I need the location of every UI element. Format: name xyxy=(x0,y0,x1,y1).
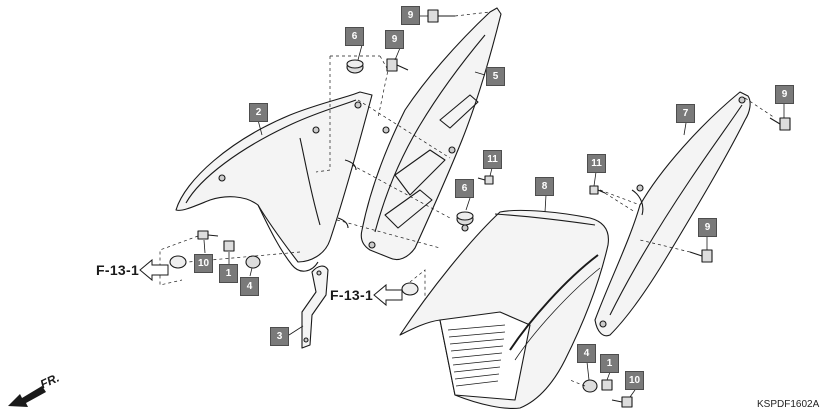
callout-10-bottom[interactable]: 10 xyxy=(625,371,644,390)
callout-9-mid[interactable]: 9 xyxy=(385,30,404,49)
callout-8[interactable]: 8 xyxy=(535,177,554,196)
inner-panel-part-5 xyxy=(360,7,502,261)
callout-3[interactable]: 3 xyxy=(270,327,289,346)
front-arrow-icon xyxy=(8,386,46,407)
screw-11-mid xyxy=(477,175,494,185)
callout-4-left[interactable]: 4 xyxy=(240,277,259,296)
front-direction-indicator: FR. xyxy=(6,371,66,417)
rear-side-cover-part-7 xyxy=(594,91,751,337)
callout-6-top[interactable]: 6 xyxy=(345,27,364,46)
callout-5[interactable]: 5 xyxy=(486,67,505,86)
left-side-cover-part-2 xyxy=(175,91,373,272)
callout-9-right[interactable]: 9 xyxy=(698,218,717,237)
callout-1-left[interactable]: 1 xyxy=(219,264,238,283)
callout-4-bottom[interactable]: 4 xyxy=(577,344,596,363)
callout-10-left[interactable]: 10 xyxy=(194,254,213,273)
front-side-cover-part-8 xyxy=(399,209,609,409)
bracket-part-3 xyxy=(301,265,329,349)
document-code: KSPDF1602A xyxy=(757,399,820,410)
ref-arrow-center xyxy=(373,283,403,307)
assembly-guide-lines xyxy=(159,11,776,387)
bolt-9-mid xyxy=(386,58,409,72)
grommet-set-left xyxy=(169,230,261,269)
grommet-6-top xyxy=(346,59,364,74)
reference-arrows xyxy=(139,258,403,307)
callout-9-topright[interactable]: 9 xyxy=(775,85,794,104)
grommet-set-bottom xyxy=(401,282,633,408)
callout-1-bottom[interactable]: 1 xyxy=(600,354,619,373)
callout-2[interactable]: 2 xyxy=(249,103,268,122)
leader-lines xyxy=(203,15,785,398)
bolt-9-topright xyxy=(769,117,791,131)
callout-6-mid[interactable]: 6 xyxy=(455,179,474,198)
callout-9-top[interactable]: 9 xyxy=(401,6,420,25)
grommet-6-mid xyxy=(456,211,474,226)
callout-7[interactable]: 7 xyxy=(676,104,695,123)
screw-11-right xyxy=(589,185,606,195)
section-reference-center[interactable]: F-13-1 xyxy=(330,287,374,303)
section-reference-left[interactable]: F-13-1 xyxy=(96,262,140,278)
callout-11-right[interactable]: 11 xyxy=(587,154,606,173)
ref-arrow-left xyxy=(139,258,169,282)
callout-11-mid[interactable]: 11 xyxy=(483,150,502,169)
bolt-9-right xyxy=(689,249,713,263)
bolt-9-top xyxy=(427,9,455,23)
